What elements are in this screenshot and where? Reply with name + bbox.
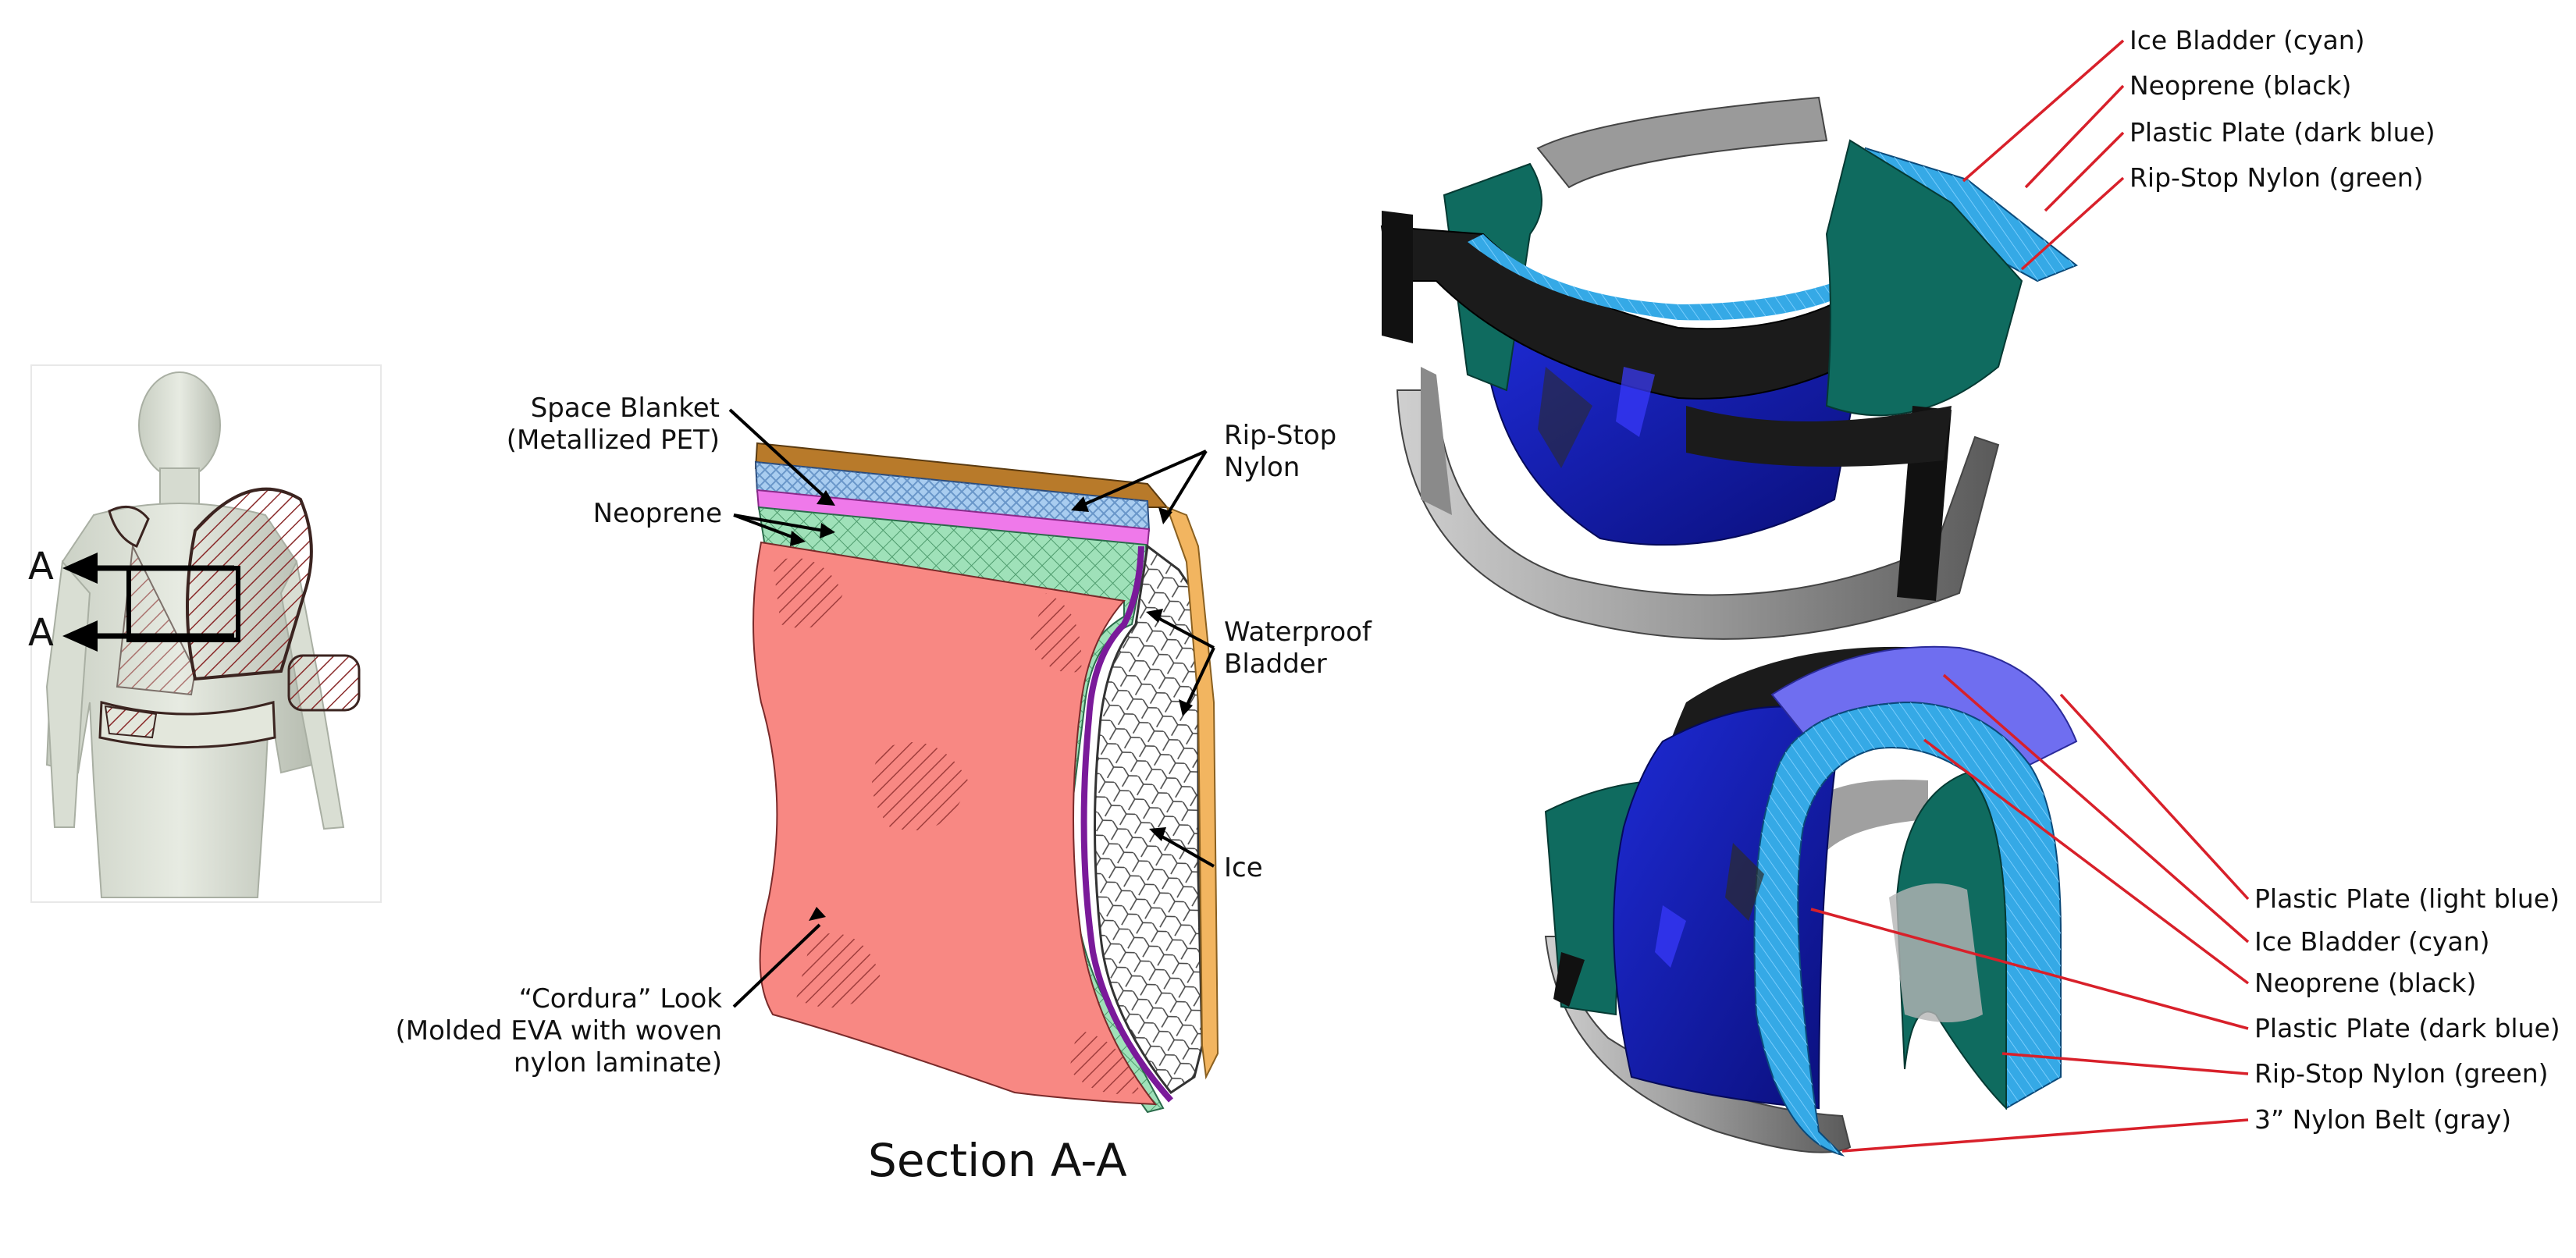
callout-top-1: Neoprene (black) <box>2129 70 2352 101</box>
label-cordura: “Cordura” Look (Molded EVA with woven ny… <box>395 983 722 1079</box>
callout-bottom-2: Neoprene (black) <box>2254 968 2477 998</box>
callout-bottom-4: Rip-Stop Nylon (green) <box>2254 1058 2549 1089</box>
label-space-blanket: Space Blanket (Metallized PET) <box>506 393 720 456</box>
section-marker-bottom: A <box>28 611 54 655</box>
callout-bottom-3: Plastic Plate (dark blue) <box>2254 1013 2560 1043</box>
top-vest-render <box>1380 96 2078 640</box>
section-title: Section A-A <box>868 1134 1127 1187</box>
label-waterproof-bladder: Waterproof Bladder <box>1224 617 1372 680</box>
section-marker-top: A <box>28 545 54 588</box>
label-rip-stop: Rip-Stop Nylon <box>1224 420 1337 483</box>
callout-top-0: Ice Bladder (cyan) <box>2129 25 2365 55</box>
label-ice: Ice <box>1224 852 1263 883</box>
mannequin-figure <box>30 364 382 903</box>
callout-top-2: Plastic Plate (dark blue) <box>2129 117 2435 147</box>
callout-bottom-0: Plastic Plate (light blue) <box>2254 883 2560 914</box>
callout-top-3: Rip-Stop Nylon (green) <box>2129 162 2424 193</box>
bottom-vest-render <box>1544 645 2078 1157</box>
callout-lines <box>1810 39 2250 1153</box>
section-drawing <box>728 408 1219 1114</box>
label-neoprene: Neoprene <box>592 498 722 529</box>
callout-bottom-5: 3” Nylon Belt (gray) <box>2254 1104 2512 1135</box>
callout-bottom-1: Ice Bladder (cyan) <box>2254 926 2490 957</box>
